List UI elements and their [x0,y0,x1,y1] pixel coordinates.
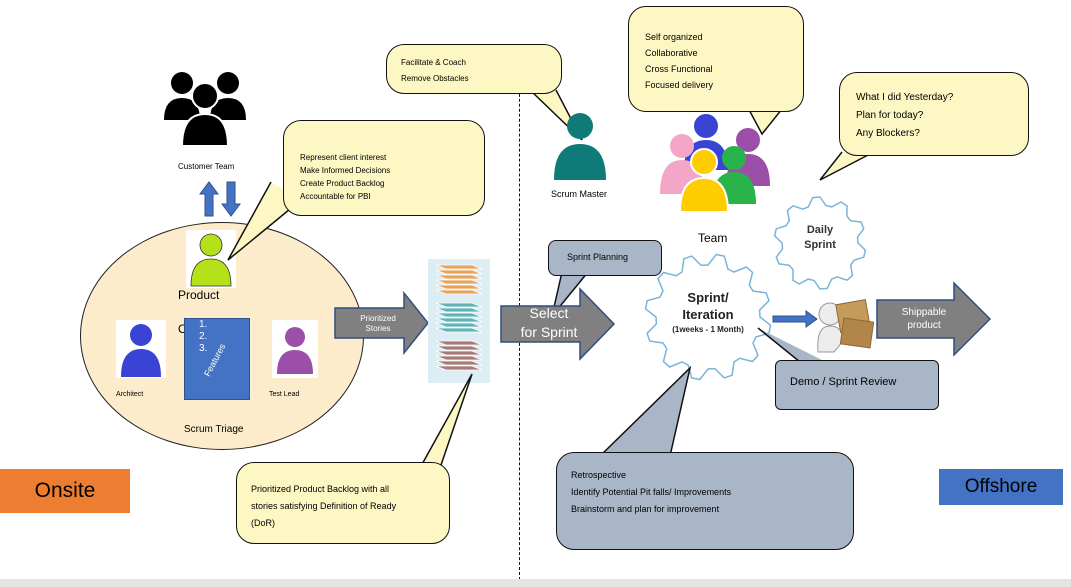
demo-review-callout: Demo / Sprint Review [775,360,939,410]
product-owner-icon [190,233,232,287]
feature-item-3: 3. [199,343,208,354]
backlog-stack [428,259,490,383]
backlog-layer [435,289,483,295]
backlog-layer [435,284,483,290]
delivery-person-icon [817,299,875,353]
retro-callout: Retrospective Identify Potential Pit fal… [556,452,854,550]
sprint-planning-callout: Sprint Planning [548,240,662,276]
backlog-layer [435,279,483,285]
backlog-layer [435,340,483,346]
daily-callout-tail [819,151,871,181]
sprint-iteration-gear-icon [644,253,772,381]
gear-outline [644,253,772,381]
up-down-arrows-icon [199,181,241,217]
daily-callout: What I did Yesterday? Plan for today? An… [839,72,1029,156]
backlog-layer [435,350,483,356]
backlog-callout-tail [419,373,473,469]
features-book: 1. 2. 3. Features [184,318,250,400]
backlog-layer [435,302,483,308]
slide-bottom-border [0,579,1071,587]
architect-label: Architect [116,391,144,398]
scrum-master-icon [554,113,606,180]
select-for-sprint-label: Select for Sprint [520,305,578,340]
backlog-layer [435,274,483,280]
retro-callout-tail [599,365,692,457]
feature-item-1: 1. [199,319,208,330]
backlog-callout: Prioritized Product Backlog with all sto… [236,462,450,544]
select-for-sprint-arrow [500,287,616,361]
scrum-master-label: Scrum Master [551,189,608,199]
product-owner-label-line2: O [178,322,188,336]
backlog-layer [435,365,483,371]
backlog-layer [435,264,483,270]
backlog-layer [435,322,483,328]
test-lead-card [272,320,318,378]
architect-card [116,320,166,378]
test-lead-icon [277,327,313,374]
customer-team-label: Customer Team [178,162,235,171]
product-owner-card [186,230,236,288]
backlog-layer [435,269,483,275]
delivery-arrow [772,310,818,328]
backlog-layer [435,317,483,323]
prioritized-stories-arrow [334,290,429,356]
offshore-label: Offshore [939,469,1063,505]
daily-sprint-gear-icon [773,196,867,290]
test-lead-label: Test Lead [269,391,300,398]
architect-icon [121,324,161,377]
backlog-layer [435,307,483,313]
product-owner-callout-tail [227,181,302,261]
shippable-product-label: Shippable product [901,307,947,331]
customer-team-icon [164,72,246,147]
gear-outline [773,196,867,290]
team-label: Team [698,231,728,245]
product-owner-label: Product [178,288,220,302]
backlog-layer [435,345,483,351]
backlog-layer [435,355,483,361]
backlog-stack-icon [435,264,483,371]
product-owner-callout: Represent client interest Make Informed … [283,120,485,216]
backlog-layer [435,360,483,366]
scrum-master-callout: Facilitate & Coach Remove Obstacles [386,44,562,94]
team-icon [660,114,770,213]
feature-item-2: 2. [199,331,208,342]
sprint-iteration-label: Sprint/ Iteration (1weeks - 1 Month) [672,290,744,334]
onsite-label: Onsite [0,469,130,513]
backlog-layer [435,327,483,333]
shippable-product-arrow [876,281,992,357]
scrum-triage-label: Scrum Triage [184,424,244,435]
daily-sprint-label: Daily Sprint [804,224,836,251]
team-callout: Self organized Collaborative Cross Funct… [628,6,804,112]
backlog-layer [435,312,483,318]
prioritized-stories-label: Prioritized Stories [360,314,396,333]
